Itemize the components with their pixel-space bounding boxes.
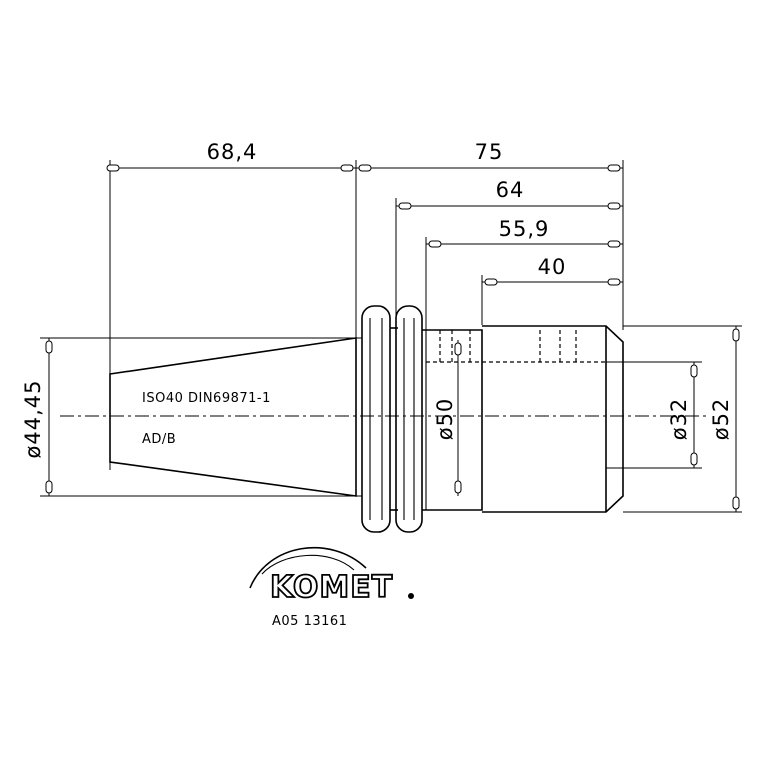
dim-75: 75	[475, 140, 504, 164]
logo-text: KOMET	[270, 570, 393, 605]
dim-dia-50: ø50	[433, 398, 457, 441]
form-note: AD/B	[142, 432, 176, 447]
dim-dia-44-45: ø44,45	[21, 380, 45, 459]
dim-68-4: 68,4	[207, 140, 258, 164]
dim-dia-52: ø52	[709, 398, 733, 441]
dim-64: 64	[496, 178, 525, 202]
dim-40: 40	[538, 255, 567, 279]
diameter-lines	[40, 325, 742, 513]
standard-note: ISO40 DIN69871-1	[142, 391, 271, 406]
tool-holder-outline	[109, 305, 624, 533]
komet-logo: KOMET	[249, 546, 414, 606]
dim-dia-32: ø32	[667, 398, 691, 441]
dim-55-9: 55,9	[499, 217, 550, 241]
dimension-lines	[106, 160, 624, 470]
part-number: A05 13161	[272, 614, 347, 629]
